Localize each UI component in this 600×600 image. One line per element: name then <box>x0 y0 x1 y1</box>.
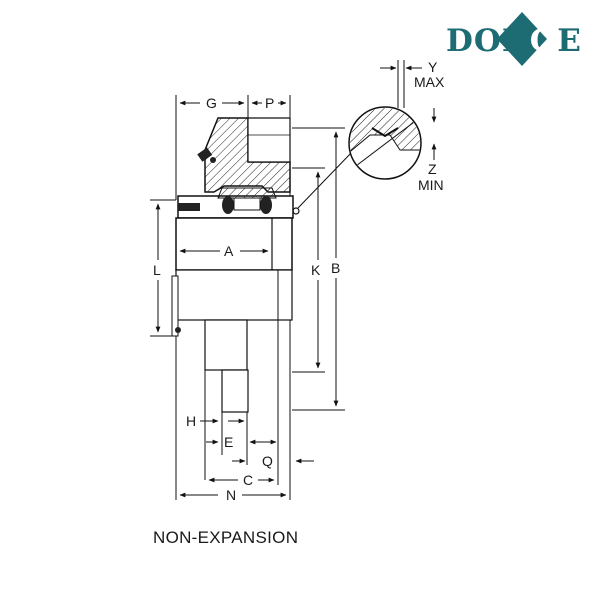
dim-label-e: E <box>224 434 233 450</box>
dimension-lines <box>150 60 437 500</box>
detail-leader <box>297 151 353 209</box>
dim-label-l: L <box>153 262 161 278</box>
housing-section <box>204 117 291 193</box>
dim-label-k: K <box>311 262 321 278</box>
dim-label-p: P <box>265 95 274 111</box>
dim-label-a: A <box>224 243 234 259</box>
dim-label-z: Z <box>428 161 437 177</box>
dim-label-n: N <box>226 487 236 503</box>
dim-label-min: MIN <box>418 177 444 193</box>
dim-label-g: G <box>206 95 217 111</box>
seal-detail-circle <box>348 106 422 180</box>
housing-lower <box>171 217 293 413</box>
dodge-logo: DODGE <box>446 12 582 66</box>
drawing-caption: NON-EXPANSION <box>153 528 299 547</box>
dim-label-y: Y <box>428 59 438 75</box>
dim-label-q: Q <box>262 453 273 469</box>
dim-label-b: B <box>331 260 340 276</box>
bearing-insert <box>177 187 300 219</box>
grease-fitting <box>197 147 216 163</box>
dim-label-max: MAX <box>414 74 445 90</box>
logo-text: DODGE <box>446 23 582 59</box>
dim-label-h: H <box>186 413 196 429</box>
dim-label-c: C <box>243 472 253 488</box>
